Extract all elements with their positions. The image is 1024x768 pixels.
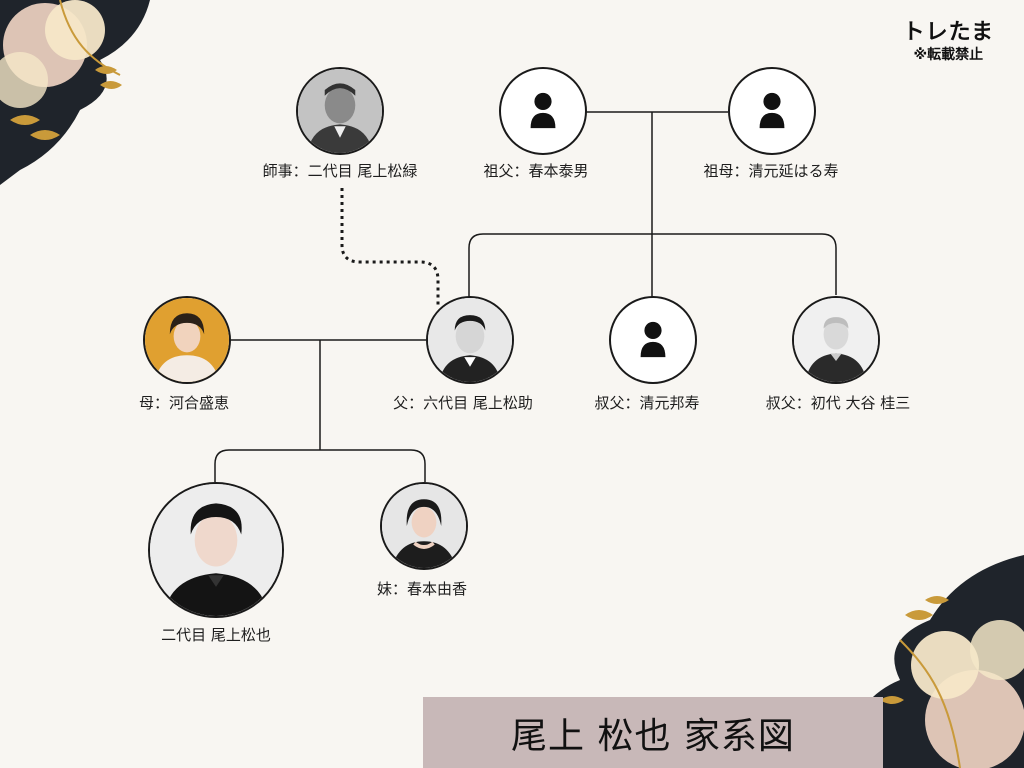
grandfather-placeholder	[499, 67, 587, 155]
copyright-notice: ※転載禁止	[913, 47, 984, 63]
brand-logo: トレたま ※転載禁止	[903, 14, 994, 64]
sister-portrait	[380, 482, 468, 570]
mentor-portrait	[296, 67, 384, 155]
mother-label: 母：河合盛恵	[138, 394, 230, 412]
grandmother-placeholder	[728, 67, 816, 155]
uncle-keizo-portrait	[792, 296, 880, 384]
self-portrait	[148, 482, 284, 618]
page-title: 尾上 松也 家系図	[511, 715, 795, 757]
tree-connectors	[214, 111, 837, 482]
uncle-kunitoshi-placeholder	[609, 296, 697, 384]
brand-title: トレたま	[902, 20, 994, 45]
person-silhouette-icon	[530, 92, 556, 129]
father-label: 父：六代目 尾上松助	[393, 394, 533, 412]
person-silhouette-icon	[640, 321, 666, 358]
person-silhouette-icon	[759, 92, 785, 129]
grandfather-label: 祖父：春本泰男	[483, 162, 589, 180]
mother-portrait	[143, 296, 231, 384]
self-label: 二代目 尾上松也	[161, 626, 271, 644]
father-portrait	[426, 296, 514, 384]
floral-decoration-top-left	[0, 0, 150, 185]
mentor-dotted-link	[340, 188, 440, 305]
mentor-label: 師事：二代目 尾上松緑	[262, 162, 418, 180]
uncle-keizo-label: 叔父：初代 大谷 桂三	[765, 394, 911, 412]
uncle-kunitoshi-label: 叔父：清元邦寿	[594, 394, 700, 412]
sister-label: 妹：春本由香	[376, 580, 468, 598]
page-title-bar: 尾上 松也 家系図	[423, 697, 883, 768]
grandmother-label: 祖母：清元延はる寿	[703, 162, 839, 180]
floral-decoration-bottom-right	[840, 555, 1024, 768]
